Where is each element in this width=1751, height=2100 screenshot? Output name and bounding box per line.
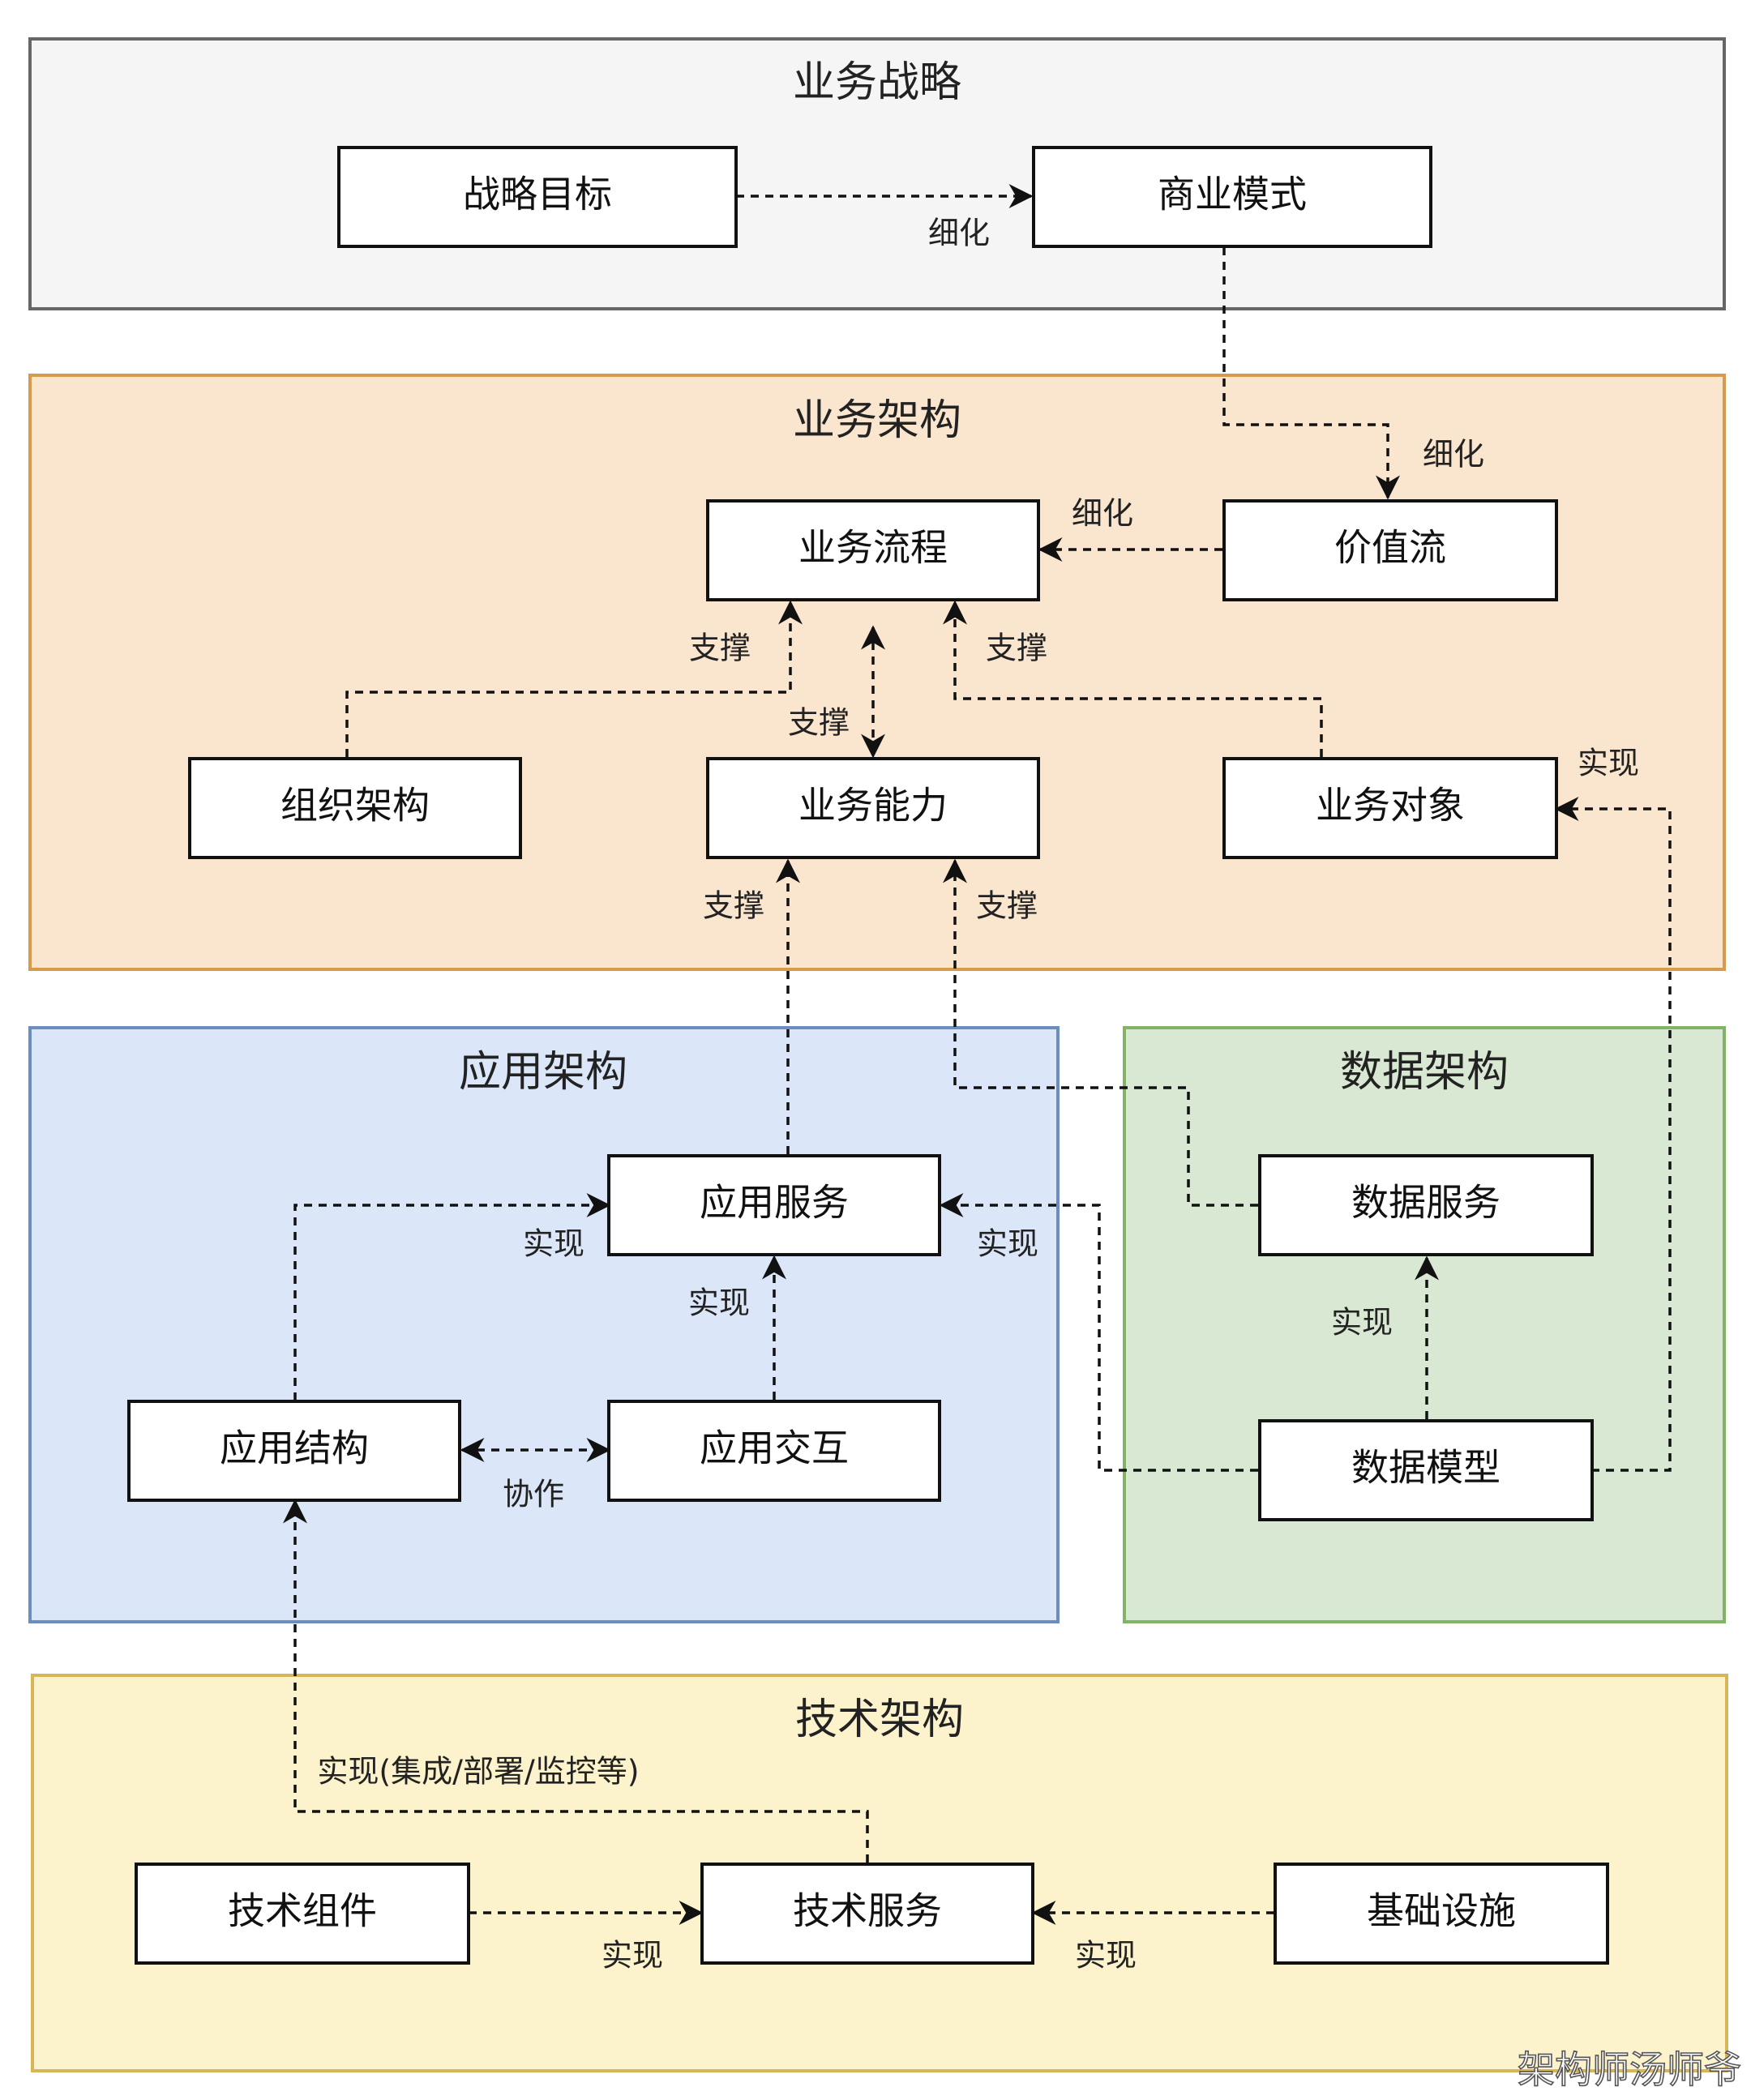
node-label: 应用结构 — [220, 1426, 369, 1470]
edge-data-model-to-object — [1554, 797, 1672, 1472]
edge-label-data-model-to-app-service: 实现 — [977, 1226, 1038, 1262]
edge-object-support — [943, 600, 1323, 757]
edge-label-org-support: 支撑 — [689, 631, 751, 666]
node-label: 技术服务 — [793, 1889, 942, 1933]
node-business-process[interactable]: 业务流程 — [706, 499, 1040, 601]
edge-label-data-model-to-object: 实现 — [1578, 746, 1639, 781]
edge-label-data-model-to-data-service: 实现 — [1331, 1305, 1393, 1341]
node-label: 业务流程 — [798, 526, 948, 570]
edge-label-object-support: 支撑 — [986, 631, 1047, 666]
node-value-stream[interactable]: 价值流 — [1222, 499, 1558, 601]
node-label: 数据服务 — [1351, 1181, 1501, 1225]
section-title-application: 应用架构 — [459, 1048, 627, 1097]
section-application — [28, 1026, 1060, 1623]
edge-label-model-to-value: 细化 — [1423, 437, 1484, 473]
node-data-service[interactable]: 数据服务 — [1258, 1154, 1594, 1256]
node-tech-component[interactable]: 技术组件 — [135, 1863, 470, 1965]
section-strategy — [28, 37, 1726, 310]
node-label: 价值流 — [1334, 526, 1446, 570]
edge-label-app-support: 支撑 — [703, 888, 764, 924]
edge-label-structure-interaction: 协作 — [503, 1477, 564, 1512]
node-infrastructure[interactable]: 基础设施 — [1274, 1863, 1609, 1965]
edge-model-to-value — [1222, 247, 1400, 500]
node-label: 战略目标 — [463, 173, 612, 216]
node-label: 基础设施 — [1367, 1889, 1516, 1933]
edge-label-tech-to-structure: 实现(集成/部署/监控等) — [317, 1754, 639, 1790]
node-label: 业务能力 — [798, 784, 948, 828]
section-title-strategy: 业务战略 — [793, 58, 961, 107]
edge-label-component-to-tech-service: 实现 — [602, 1938, 663, 1974]
edge-tech-to-structure — [283, 1499, 869, 1863]
edge-data-support — [943, 858, 1258, 1207]
edge-structure-to-app-service — [293, 1193, 611, 1401]
node-label: 应用服务 — [700, 1181, 849, 1225]
edge-org-support — [345, 600, 803, 757]
node-label: 技术组件 — [228, 1889, 377, 1933]
section-title-business: 业务架构 — [793, 396, 961, 445]
node-label: 数据模型 — [1351, 1446, 1501, 1490]
node-business-model[interactable]: 商业模式 — [1032, 146, 1432, 248]
node-org-structure[interactable]: 组织架构 — [188, 757, 522, 859]
node-label: 商业模式 — [1158, 173, 1307, 216]
edge-label-interaction-to-app-service: 实现 — [688, 1285, 750, 1321]
section-title-data: 数据架构 — [1340, 1048, 1509, 1097]
node-strategic-goal[interactable]: 战略目标 — [337, 146, 738, 248]
section-title-technology: 技术架构 — [795, 1696, 964, 1744]
watermark: 架构师汤师爷 — [1518, 2048, 1741, 2092]
node-data-model[interactable]: 数据模型 — [1258, 1419, 1594, 1521]
node-tech-service[interactable]: 技术服务 — [700, 1863, 1034, 1965]
edge-label-infra-to-tech-service: 实现 — [1075, 1938, 1137, 1974]
node-label: 应用交互 — [700, 1426, 849, 1470]
edge-label-goal-to-model: 细化 — [928, 216, 990, 251]
edge-label-data-support: 支撑 — [976, 888, 1038, 924]
section-data — [1123, 1026, 1726, 1623]
node-business-object[interactable]: 业务对象 — [1222, 757, 1558, 859]
node-business-capability[interactable]: 业务能力 — [706, 757, 1040, 859]
node-label: 组织架构 — [280, 784, 430, 828]
edge-data-model-to-app-service — [939, 1193, 1258, 1472]
edge-label-capability-support: 支撑 — [788, 705, 850, 741]
node-app-structure[interactable]: 应用结构 — [127, 1400, 461, 1502]
edge-label-structure-to-app-service: 实现 — [523, 1226, 584, 1262]
node-label: 业务对象 — [1316, 784, 1465, 828]
edge-label-value-to-process: 细化 — [1072, 496, 1133, 532]
node-app-interaction[interactable]: 应用交互 — [607, 1400, 941, 1502]
node-app-service[interactable]: 应用服务 — [607, 1154, 941, 1256]
